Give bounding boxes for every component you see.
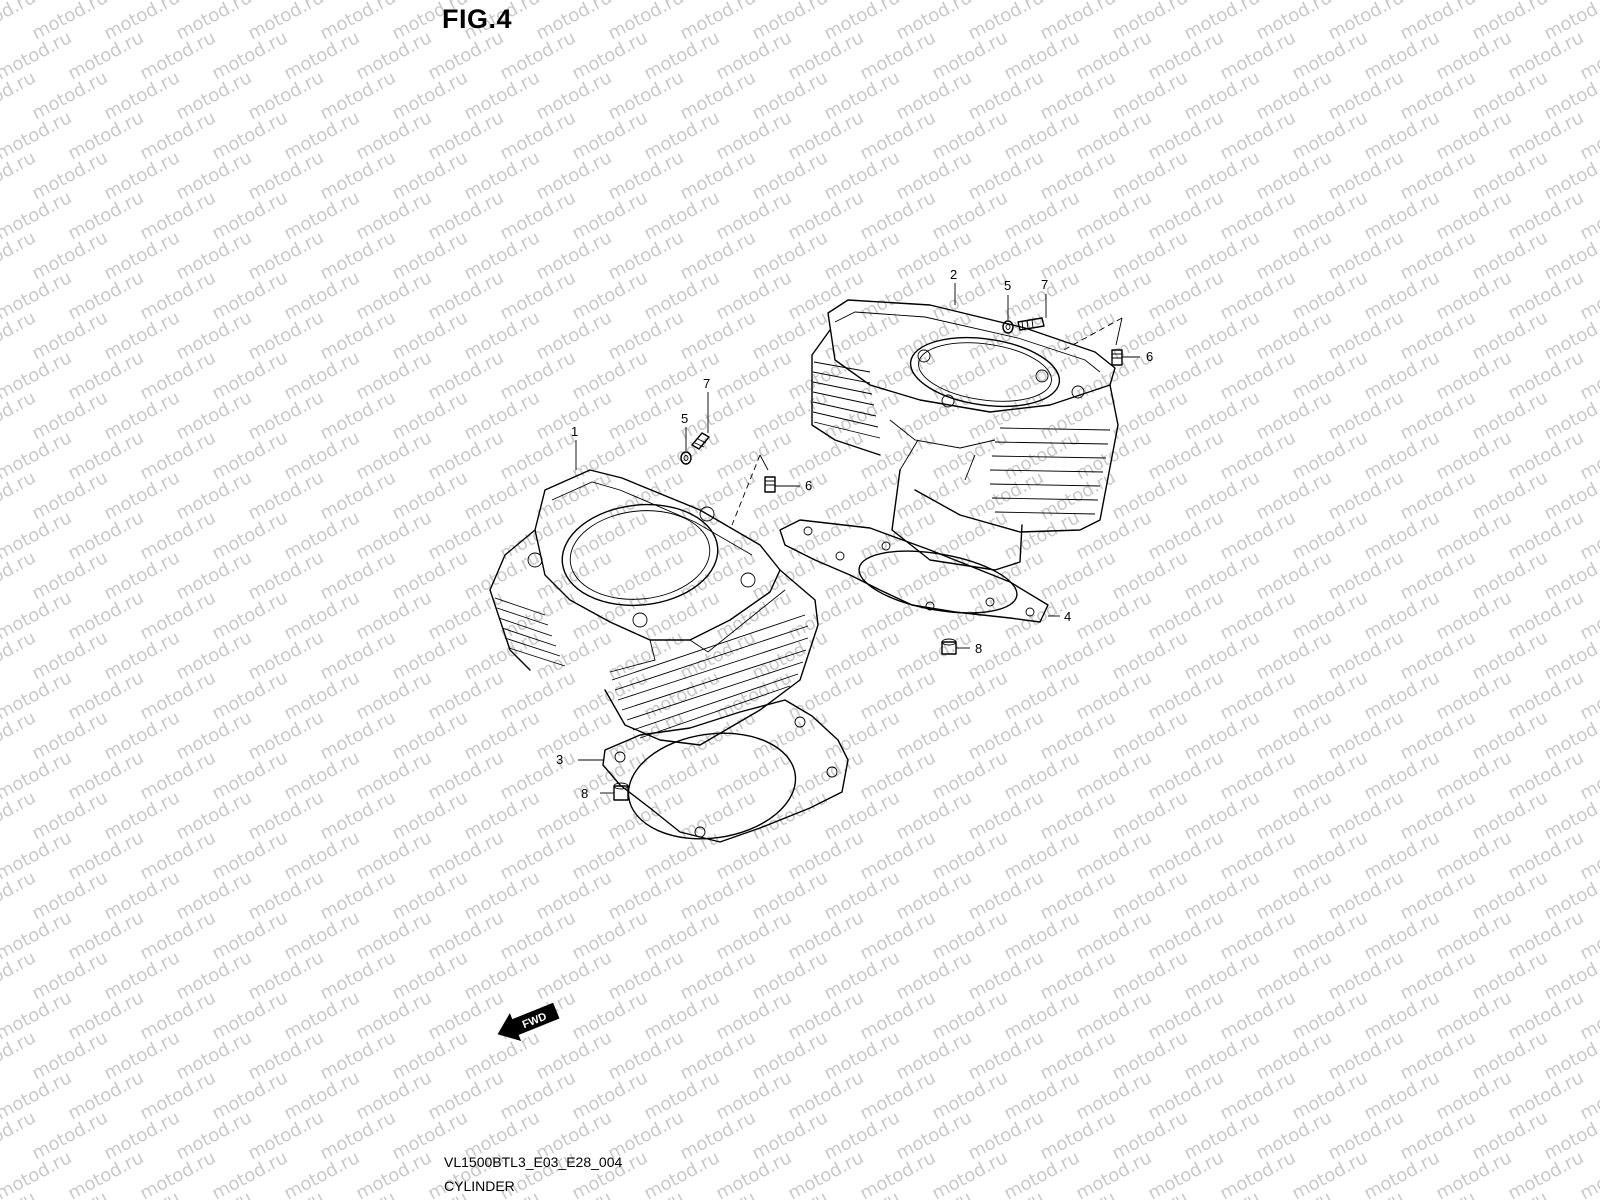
callout-8-rear: 8	[975, 641, 982, 656]
dowel-pin-rear	[1111, 349, 1123, 366]
callout-2: 2	[950, 267, 957, 282]
callout-6-rear: 6	[1146, 349, 1153, 364]
front-cylinder-gasket	[602, 699, 849, 843]
callout-7-front: 7	[703, 376, 710, 391]
callout-4: 4	[1064, 609, 1071, 624]
callout-8-front: 8	[581, 786, 588, 801]
washer-front	[680, 451, 692, 465]
leader-lines	[575, 283, 1140, 794]
rear-cylinder-gasket	[779, 519, 1049, 623]
front-cylinder	[489, 469, 819, 746]
callout-5-rear: 5	[1004, 278, 1011, 293]
dowel-pin-front	[764, 476, 776, 493]
knock-pin-front	[613, 782, 629, 801]
section-name: CYLINDER	[444, 1178, 515, 1194]
fwd-arrow-icon	[497, 1002, 560, 1041]
callout-6-front: 6	[805, 478, 812, 493]
callout-3: 3	[556, 752, 563, 767]
callout-7-rear: 7	[1041, 277, 1048, 292]
rear-cylinder	[811, 299, 1119, 571]
stud-bolt-front	[691, 432, 710, 450]
fwd-direction-marker: FWD	[497, 1002, 560, 1041]
knock-pin-rear	[941, 638, 957, 655]
model-code: VL1500BTL3_E03_E28_004	[444, 1154, 623, 1170]
figure-title: FIG.4	[442, 4, 513, 34]
callout-labels: 1 2 3 4 5 5 6 6 7 7 8 8	[556, 267, 1153, 801]
washer-rear	[1002, 320, 1014, 334]
callout-5-front: 5	[681, 411, 688, 426]
stud-bolt-rear	[1017, 317, 1045, 331]
callout-1: 1	[571, 424, 578, 439]
